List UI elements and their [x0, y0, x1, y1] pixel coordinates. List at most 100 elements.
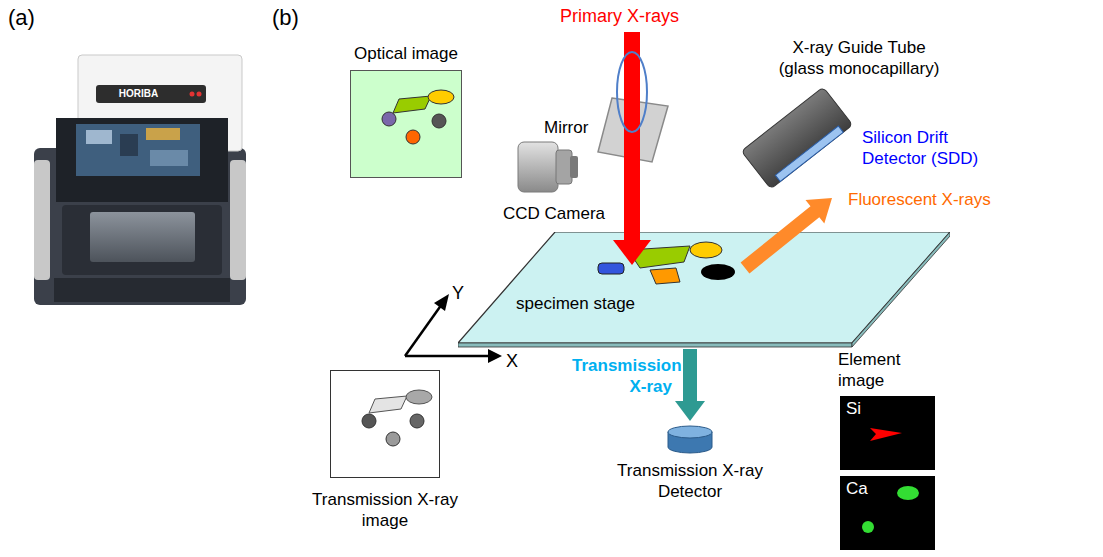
- drawer-window: [90, 212, 195, 262]
- caption-group: Transmission X-ray Detector: [600, 425, 780, 502]
- axis-arrowhead: [488, 349, 502, 363]
- label-holder: Fluorescent X-rays: [848, 190, 991, 211]
- stage-text: specimen stage: [516, 294, 635, 315]
- axis-line: [405, 304, 442, 356]
- label-holder: Primary X-rays: [560, 6, 679, 28]
- specimen-shape: [598, 263, 624, 274]
- detector-window: [775, 126, 843, 182]
- board-part: [120, 134, 138, 156]
- element-map-panel: Si: [840, 396, 935, 470]
- label-holder: (b): [272, 5, 299, 32]
- figure-label: X: [506, 351, 518, 373]
- glass-capillary: [617, 52, 647, 132]
- label-holder: Element image: [838, 350, 923, 391]
- instrument-photo: [34, 55, 246, 305]
- figure-label: Y: [452, 283, 464, 305]
- element-map-panel: Ca: [840, 476, 935, 550]
- figure-label: Mirror: [544, 118, 588, 139]
- camera-body: [518, 142, 558, 192]
- optical-image-box: Optical image: [350, 44, 462, 178]
- cylinder-top: [668, 426, 712, 438]
- image-content: [331, 371, 438, 476]
- transmission-image-box: Transmission X-ray image: [310, 370, 460, 531]
- heading-group: Optical image: [350, 44, 462, 65]
- image-frame: [330, 370, 440, 478]
- specimen-shadow: [406, 390, 432, 404]
- board-part: [150, 150, 188, 166]
- drawer-front: [62, 205, 222, 275]
- instrument-handle: [34, 160, 50, 280]
- element-map-spot: [897, 486, 919, 500]
- board-part: [86, 130, 112, 144]
- label-holder: CCD Camera: [503, 204, 605, 225]
- figure-label: X-ray Guide Tube (glass monocapillary): [768, 38, 950, 79]
- figure-label: Fluorescent X-rays: [848, 190, 991, 211]
- element-map-spot: [870, 428, 902, 441]
- element-symbol: Si: [846, 399, 929, 420]
- board-part: [146, 128, 180, 140]
- specimen-shape: [406, 130, 420, 144]
- specimen-shape: [428, 90, 454, 104]
- camera-lens: [570, 156, 578, 178]
- sample-chamber: [56, 118, 228, 202]
- figure-label: HORIBA: [96, 87, 181, 101]
- element-map-spot: [862, 521, 874, 533]
- panel-text: Ca: [840, 476, 935, 503]
- specimen-shape: [393, 96, 431, 113]
- stage-drawing: [458, 232, 950, 348]
- caption-group: Transmission X-ray image: [310, 490, 460, 531]
- label-holder: X: [506, 351, 518, 373]
- label-holder: X-ray Guide Tube (glass monocapillary): [768, 38, 950, 79]
- stage-edge: [458, 343, 852, 347]
- panel-text: Si: [840, 396, 935, 423]
- transmission-detector: Transmission X-ray Detector: [600, 425, 780, 502]
- specimen-shadow: [369, 396, 407, 413]
- arrow-shape: [675, 349, 705, 421]
- stage-edge: [852, 232, 950, 347]
- specimen-shape: [701, 264, 735, 280]
- image-frame: [350, 70, 462, 178]
- specimen-shadow: [386, 432, 400, 446]
- figure-label: Primary X-rays: [560, 6, 679, 28]
- image-caption: Transmission X-ray image: [310, 490, 460, 531]
- stage-label: specimen stage: [516, 294, 635, 315]
- image-heading: Optical image: [350, 44, 462, 65]
- edge-label: Transmission X-ray: [572, 356, 672, 397]
- specimen-shadow: [362, 414, 376, 428]
- label-holder: Y: [452, 283, 464, 305]
- image-content: [351, 71, 460, 176]
- figure-label: Silicon Drift Detector (SDD): [862, 128, 1002, 169]
- beam-arrowhead: [613, 240, 651, 265]
- specimen-shadow: [410, 414, 424, 428]
- stage-top: [458, 232, 950, 343]
- label-holder: Silicon Drift Detector (SDD): [862, 128, 1002, 169]
- figure-label: CCD Camera: [503, 204, 605, 225]
- element-symbol: Ca: [846, 479, 929, 500]
- edge-label-holder: Transmission X-ray: [572, 356, 672, 397]
- figure-label: Element image: [838, 350, 923, 391]
- figure-label: (b): [272, 5, 299, 32]
- circuit-board: [76, 124, 200, 176]
- indicator-lamp: [197, 92, 202, 97]
- primary-beam-arrow: [613, 32, 651, 265]
- transmission-arrow: [675, 349, 705, 421]
- instrument-handle: [230, 160, 246, 280]
- logo-strip: [96, 85, 206, 103]
- figure-label: (a): [8, 5, 35, 32]
- indicator-lamp: [190, 92, 195, 97]
- detector-cylinder: [667, 425, 713, 455]
- label-holder: HORIBA: [96, 87, 181, 101]
- fluorescent-arrow: [741, 198, 832, 274]
- ccd-camera: [518, 142, 578, 192]
- sdd-detector: [741, 87, 853, 189]
- axis-line: [405, 355, 490, 358]
- specimen-shape: [650, 268, 680, 284]
- specimen-shape: [690, 242, 722, 258]
- label-holder: (a): [8, 5, 35, 32]
- instrument-base: [54, 278, 230, 302]
- specimen-shape: [432, 114, 446, 128]
- specimen-shape: [382, 112, 396, 126]
